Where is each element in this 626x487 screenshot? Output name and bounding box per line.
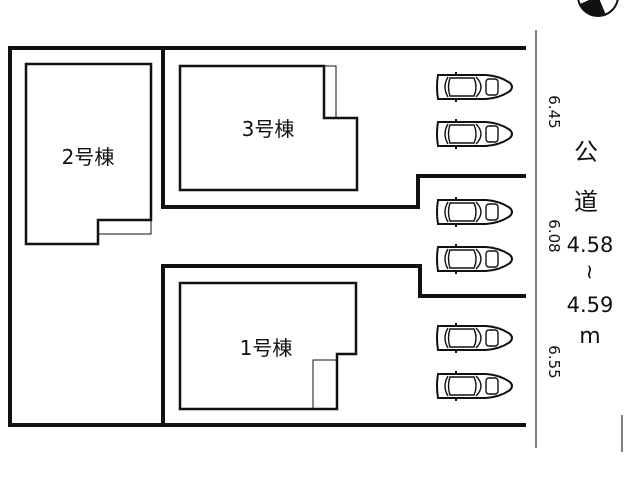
north-arrow-icon <box>577 0 619 17</box>
road-width-tilde: ~ <box>578 264 602 281</box>
frontage-lot1: 6.55 <box>545 345 563 378</box>
car-icon <box>436 196 513 228</box>
frontage-lot2: 6.08 <box>545 219 563 252</box>
car-icon <box>436 118 513 150</box>
building-1: 1号棟 <box>178 281 358 411</box>
car-icon <box>436 322 513 354</box>
building-3: 3号棟 <box>178 64 359 192</box>
car-icon <box>436 370 513 402</box>
frontage-lot3: 6.45 <box>545 95 563 128</box>
car-icon <box>436 71 513 103</box>
road-name-char-2: 道 <box>574 188 598 216</box>
building-1-label: 1号棟 <box>240 336 293 360</box>
car-icon <box>436 243 513 275</box>
building-2: 2号棟 <box>24 62 153 246</box>
site-boundary <box>8 46 526 427</box>
road-name-char-1: 公 <box>574 138 598 166</box>
road-width-unit: m <box>579 324 600 349</box>
lot-divider-lower <box>161 264 526 425</box>
building-3-label: 3号棟 <box>242 117 295 141</box>
road-width-top: 4.58 <box>567 233 614 257</box>
road-width-bottom: 4.59 <box>567 293 614 317</box>
lot-divider-upper <box>161 48 526 209</box>
building-2-label: 2号棟 <box>62 145 115 169</box>
